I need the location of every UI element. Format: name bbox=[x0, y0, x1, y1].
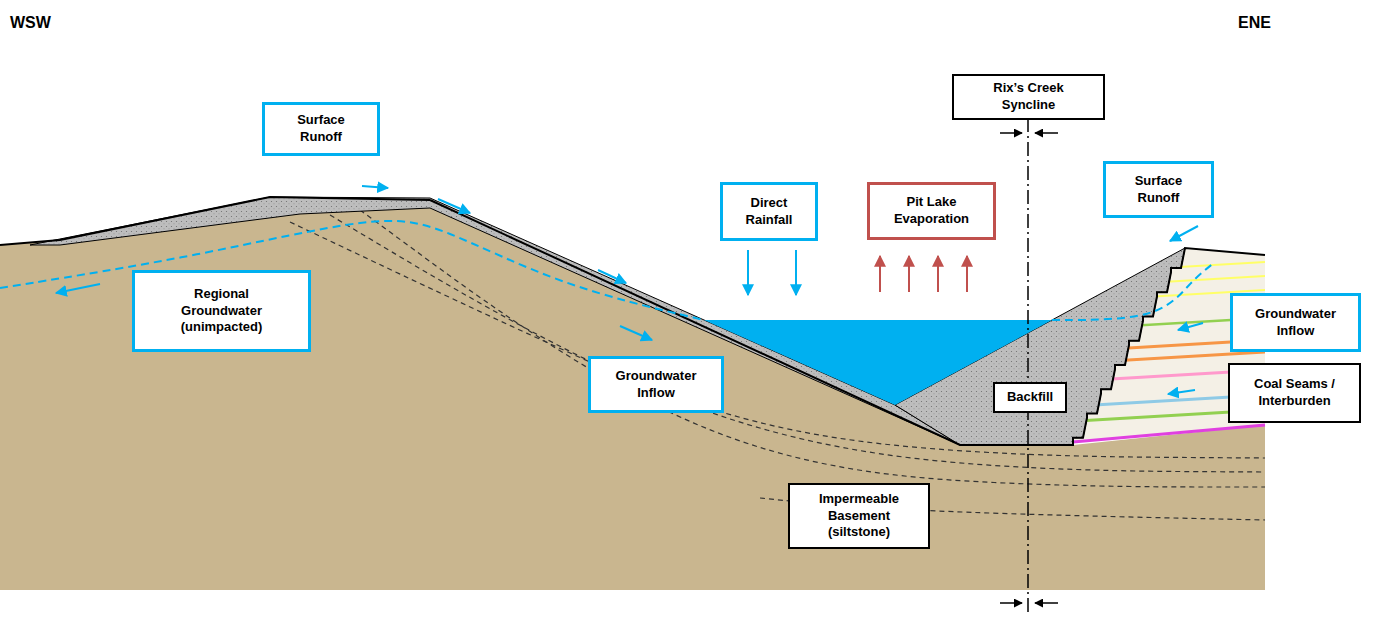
evaporation-arrows bbox=[880, 256, 967, 292]
drawing-part bbox=[747, 250, 749, 295]
drawing-part bbox=[362, 186, 388, 188]
drawing-part bbox=[1000, 132, 1022, 134]
process-box: Groundwater Inflow bbox=[1230, 293, 1361, 352]
box-label: Backfill bbox=[1007, 389, 1053, 406]
stratum-line bbox=[330, 215, 1265, 472]
drawing-part bbox=[1170, 226, 1198, 241]
pit-surface bbox=[430, 200, 1265, 445]
box-label: Groundwater Inflow bbox=[606, 368, 706, 402]
process-box: Groundwater Inflow bbox=[588, 356, 724, 413]
box-label: Groundwater Inflow bbox=[1246, 306, 1346, 340]
unit-box: Coal Seams / Interburden bbox=[1228, 363, 1361, 423]
box-label: Coal Seams / Interburden bbox=[1247, 376, 1343, 410]
drawing-part bbox=[1000, 602, 1022, 604]
box-label: Direct Rainfall bbox=[735, 195, 803, 229]
box-label: Pit Lake Evaporation bbox=[884, 194, 979, 228]
water-table-line bbox=[0, 221, 704, 320]
syncline-axis bbox=[1027, 118, 1029, 612]
drawing-part bbox=[937, 256, 939, 292]
drawing-part bbox=[795, 250, 797, 295]
box-label: Surface Runoff bbox=[1124, 173, 1194, 207]
drawing-part bbox=[598, 270, 626, 283]
drawing-part bbox=[908, 256, 910, 292]
drawing-part bbox=[1178, 323, 1203, 330]
direction-label: ENE bbox=[1238, 14, 1271, 32]
box-label: Impermeable Basement (siltstone) bbox=[809, 491, 909, 542]
drawing-part bbox=[1168, 390, 1195, 394]
process-box: Surface Runoff bbox=[1103, 161, 1214, 218]
basal-seam bbox=[1073, 425, 1265, 442]
direction-label: WSW bbox=[10, 14, 51, 32]
box-label: Regional Groundwater (unimpacted) bbox=[172, 286, 272, 337]
drawing-part bbox=[879, 256, 881, 292]
process-box: Regional Groundwater (unimpacted) bbox=[132, 270, 311, 352]
loss-box: Pit Lake Evaporation bbox=[867, 182, 996, 240]
drawing-part bbox=[966, 256, 968, 292]
unit-box: Backfill bbox=[993, 382, 1067, 413]
drawing-part bbox=[620, 326, 652, 340]
process-box: Surface Runoff bbox=[262, 102, 380, 156]
ground bbox=[0, 197, 1265, 590]
process-box: Direct Rainfall bbox=[720, 182, 818, 241]
drawing-part bbox=[56, 284, 100, 293]
box-label: Rix’s Creek Syncline bbox=[981, 80, 1076, 114]
drawing-part bbox=[438, 199, 470, 213]
drawing-part bbox=[1035, 132, 1058, 134]
drawing-part bbox=[1035, 602, 1058, 604]
structure-box: Rix’s Creek Syncline bbox=[952, 74, 1105, 120]
box-label: Surface Runoff bbox=[286, 112, 356, 146]
unit-box: Impermeable Basement (siltstone) bbox=[788, 483, 930, 549]
water-table-line bbox=[1052, 262, 1215, 320]
axis-arrows bbox=[1000, 133, 1058, 603]
hill-surface bbox=[0, 197, 430, 245]
stratum-line bbox=[290, 222, 1265, 458]
